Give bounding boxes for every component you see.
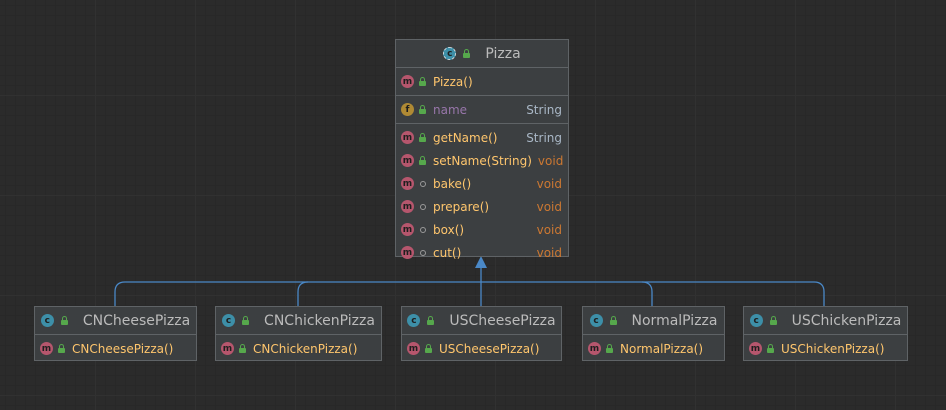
class-header: c CNCheesePizza [35,307,196,335]
method-return-type: void [537,153,564,168]
public-lock-icon [241,316,250,325]
method-icon: m [221,342,234,355]
class-title: CNCheesePizza [82,312,191,329]
method-return-type: void [536,176,562,191]
class-header: c USChickenPizza [744,307,907,335]
public-lock-icon [418,156,427,165]
method-name: getName() [433,130,498,145]
method-name: prepare() [433,199,490,214]
constructor-row[interactable]: m CNChickenPizza() [216,337,381,360]
class-title: USChickenPizza [791,312,902,329]
public-lock-icon [605,344,614,353]
public-lock-icon [418,133,427,142]
public-lock-icon [609,316,618,325]
public-lock-icon [238,344,247,353]
method-icon: m [401,200,414,213]
constructor-name: USCheesePizza() [439,341,540,356]
class-icon: c [407,314,421,327]
method-row[interactable]: m box() void [396,218,568,241]
package-private-icon [418,179,427,188]
constructor-row[interactable]: m Pizza() [396,70,568,93]
method-icon: m [401,75,414,88]
abstract-class-icon: c [443,47,457,60]
method-return-type: void [536,199,562,214]
public-lock-icon [60,316,69,325]
constructors-section: m USChickenPizza() [744,335,907,362]
class-cncheesepizza[interactable]: c CNCheesePizza m CNCheesePizza() [34,306,197,361]
constructor-name: Pizza() [433,74,473,89]
constructors-section: m USCheesePizza() [402,335,561,362]
constructor-name: USChickenPizza() [781,341,885,356]
method-return-type: void [536,245,562,260]
method-row[interactable]: m setName(String) void [396,149,568,172]
constructors-section: m NormalPizza() [583,335,724,362]
public-lock-icon [418,77,427,86]
class-icon: c [589,314,603,327]
public-lock-icon [766,344,775,353]
method-row[interactable]: m bake() void [396,172,568,195]
constructor-name: CNChickenPizza() [253,341,358,356]
method-name: cut() [433,245,462,260]
constructors-section: m Pizza() [396,68,568,96]
method-icon: m [407,342,420,355]
class-title: USCheesePizza [449,312,556,329]
method-name: setName(String) [433,153,532,168]
class-title: CNChickenPizza [264,312,375,329]
method-icon: m [749,342,762,355]
method-icon: m [588,342,601,355]
methods-section: m getName() String m setName(String) voi… [396,124,568,266]
class-normalpizza[interactable]: c NormalPizza m NormalPizza() [582,306,725,361]
method-return-type: String [526,130,562,145]
constructor-name: NormalPizza() [620,341,704,356]
method-return-type: void [536,222,562,237]
constructor-row[interactable]: m USCheesePizza() [402,337,561,360]
method-row[interactable]: m cut() void [396,241,568,264]
class-header: c CNChickenPizza [216,307,381,335]
field-row[interactable]: f name String [396,98,568,121]
method-icon: m [401,131,414,144]
constructors-section: m CNCheesePizza() [35,335,196,362]
method-icon: m [40,342,53,355]
generalization-arrowhead [475,256,487,268]
class-icon: c [222,314,236,327]
method-icon: m [401,223,414,236]
field-icon: f [401,103,414,116]
field-type: String [526,102,562,117]
public-lock-icon [418,105,427,114]
class-uschickenpizza[interactable]: c USChickenPizza m USChickenPizza() [743,306,908,361]
method-icon: m [401,177,414,190]
class-uscheesepizza[interactable]: c USCheesePizza m USCheesePizza() [401,306,562,361]
fields-section: f name String [396,96,568,124]
class-pizza[interactable]: c Pizza m Pizza() f name String m getNam… [395,39,569,260]
public-lock-icon [424,344,433,353]
method-name: box() [433,222,465,237]
class-icon: c [40,314,54,327]
class-header: c Pizza [396,40,568,68]
package-private-icon [418,248,427,257]
package-private-icon [418,202,427,211]
constructor-row[interactable]: m CNCheesePizza() [35,337,196,360]
method-name: bake() [433,176,472,191]
constructor-name: CNCheesePizza() [72,341,174,356]
package-private-icon [418,225,427,234]
field-name: name [433,102,468,117]
public-lock-icon [57,344,66,353]
public-lock-icon [462,49,471,58]
public-lock-icon [769,316,778,325]
class-title: NormalPizza [631,312,718,329]
method-row[interactable]: m prepare() void [396,195,568,218]
class-cnchickenpizza[interactable]: c CNChickenPizza m CNChickenPizza() [215,306,382,361]
class-header: c USCheesePizza [402,307,561,335]
constructors-section: m CNChickenPizza() [216,335,381,362]
constructor-row[interactable]: m NormalPizza() [583,337,724,360]
constructor-row[interactable]: m USChickenPizza() [744,337,907,360]
method-row[interactable]: m getName() String [396,126,568,149]
public-lock-icon [426,316,435,325]
method-icon: m [401,246,414,259]
class-header: c NormalPizza [583,307,724,335]
class-title: Pizza [485,45,521,62]
method-icon: m [401,154,414,167]
class-icon: c [749,314,763,327]
